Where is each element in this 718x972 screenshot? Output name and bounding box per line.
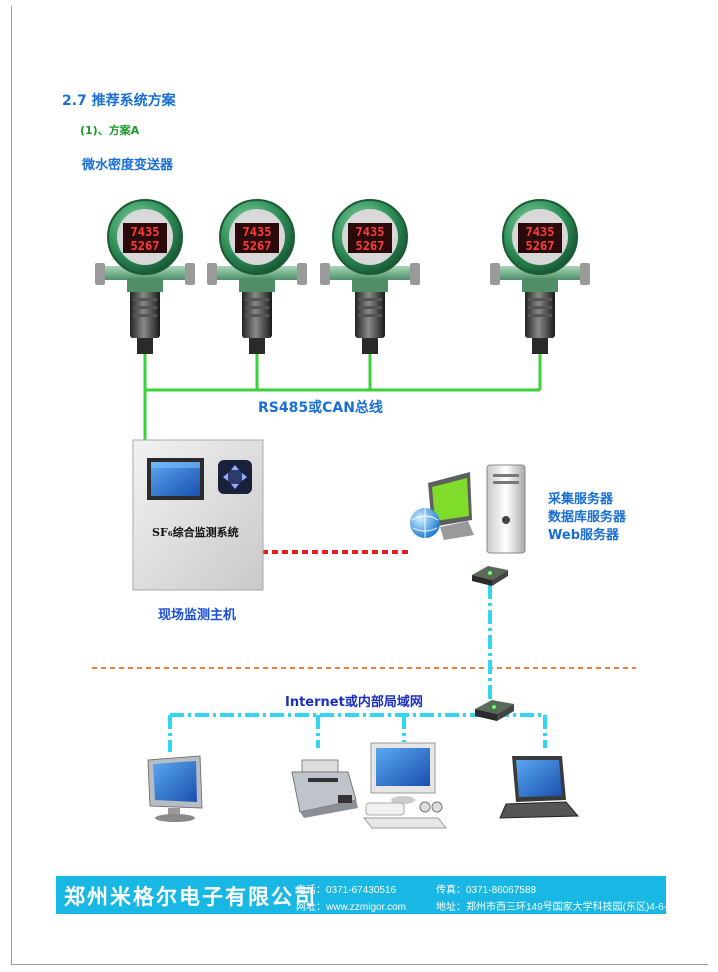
plan-label: (1)、方案A	[80, 124, 140, 137]
globe-icon	[410, 508, 440, 538]
footer-fax: 传真：0371-86067588	[436, 885, 537, 896]
section-title: 2.7 推荐系统方案	[62, 93, 176, 109]
main-unit-caption: 现场监测主机	[158, 608, 237, 623]
display-line-2: 5267	[131, 239, 160, 253]
network-switch	[472, 566, 508, 586]
display-line-2: 5267	[243, 239, 272, 253]
display-line-1: 7435	[356, 225, 385, 239]
network-label: Internet或内部局域网	[285, 695, 423, 710]
lcd-monitor	[428, 472, 474, 540]
footer-website: 网址：www.zzmigor.com	[296, 902, 407, 913]
footer-address: 地址：郑州市西三环149号国家大学科技园(东区)4-6-3	[436, 902, 673, 913]
printer	[291, 759, 358, 818]
transmitter-label: 微水密度变送器	[82, 158, 174, 173]
laptop	[499, 756, 580, 819]
page-frame	[11, 6, 708, 965]
display-line-1: 7435	[131, 225, 160, 239]
company-name: 郑州米格尔电子有限公司	[64, 885, 317, 909]
display-line-1: 7435	[526, 225, 555, 239]
server-label-database: 数据库服务器	[548, 510, 627, 525]
server-tower	[486, 464, 526, 554]
display-line-1: 7435	[243, 225, 272, 239]
network-switch	[475, 700, 514, 721]
main-unit-panel-text: SF₆综合监测系统	[152, 525, 239, 539]
server-label-collect: 采集服务器	[548, 492, 614, 507]
monitoring-host	[132, 439, 264, 591]
footer-phone: 电话：0371-67430516	[296, 885, 397, 896]
footer-bar: 郑州米格尔电子有限公司 电话：0371-67430516 传真：0371-860…	[56, 876, 673, 914]
display-line-2: 5267	[526, 239, 555, 253]
desktop-pc	[362, 742, 448, 829]
lcd-monitor	[147, 755, 203, 822]
display-line-2: 5267	[356, 239, 385, 253]
server-label-web: Web服务器	[548, 528, 619, 543]
bus-label: RS485或CAN总线	[258, 400, 383, 416]
bus-wiring	[143, 352, 542, 440]
